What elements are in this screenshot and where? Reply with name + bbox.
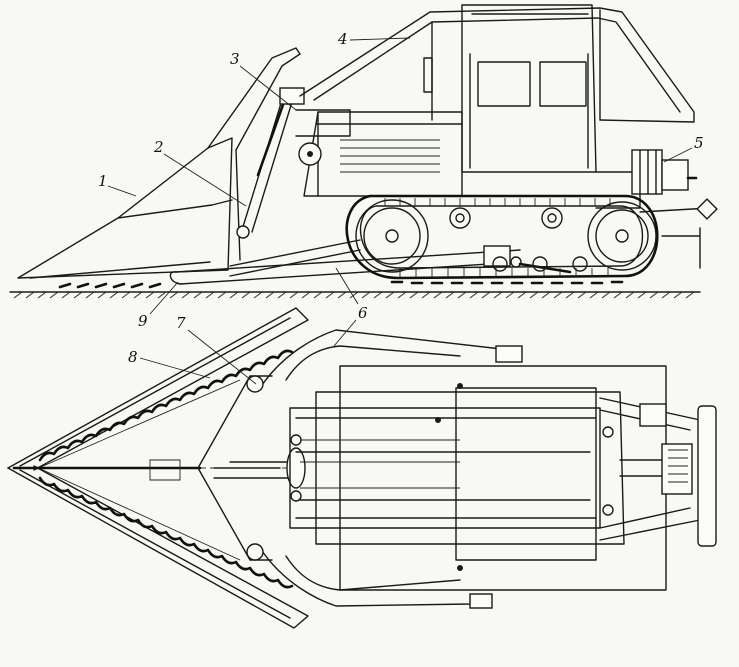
- leader-3: [239, 65, 297, 111]
- crawler-track: [345, 194, 659, 285]
- leader-4: [349, 37, 411, 41]
- v-blade: [7, 307, 309, 629]
- leader-2: [163, 153, 247, 207]
- tractor-plan: [289, 365, 717, 591]
- leader-9: [149, 281, 179, 315]
- callout-3: 3: [230, 50, 240, 68]
- leader-8: [139, 357, 211, 379]
- callout-1: 1: [98, 172, 108, 190]
- callouts: 1 2 3 4 5 6 7 8 9: [98, 30, 704, 385]
- leader-6: [335, 267, 359, 305]
- leader-7: [187, 329, 257, 385]
- ground-line: [9, 291, 701, 299]
- leader-6b: [333, 319, 357, 347]
- callout-8: 8: [128, 348, 138, 366]
- front-wedge: [17, 47, 301, 289]
- tractor-body: [295, 4, 718, 269]
- side-view: [9, 4, 718, 299]
- callout-5: 5: [694, 134, 704, 152]
- callout-9: 9: [138, 312, 148, 330]
- leader-1: [107, 185, 137, 197]
- plan-view: [7, 307, 717, 629]
- callout-2: 2: [153, 138, 164, 156]
- hydraulic-cylinders: [236, 87, 305, 239]
- callout-7: 7: [176, 314, 186, 332]
- push-frame-plan: [197, 329, 523, 609]
- push-frame: [169, 239, 572, 285]
- callout-6: 6: [358, 304, 368, 322]
- callout-4: 4: [337, 30, 348, 48]
- leader-5: [663, 147, 693, 163]
